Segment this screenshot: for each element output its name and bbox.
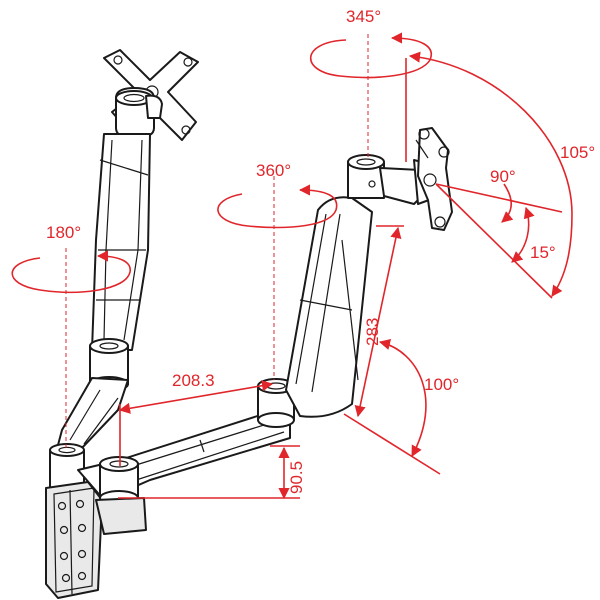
right-vesa-bracket bbox=[413, 127, 453, 231]
right-elbow-joint bbox=[257, 378, 295, 428]
dimension-208-3 bbox=[118, 380, 274, 466]
arm-angle-arc-100 bbox=[378, 339, 427, 457]
label-dimension-90-5: 90.5 bbox=[287, 461, 306, 494]
label-dimension-208-3: 208.3 bbox=[172, 371, 215, 390]
label-arm-angle-100: 100° bbox=[424, 375, 459, 394]
right-gas-spring-arm bbox=[285, 196, 373, 418]
label-dimension-283: 283 bbox=[363, 318, 382, 346]
label-tilt-90: 90° bbox=[490, 167, 516, 186]
tilt-arc-90 bbox=[501, 183, 514, 223]
rotation-180-indicator bbox=[11, 248, 131, 450]
label-rotation-345: 345° bbox=[346, 7, 381, 26]
arm-angle-100-indicator bbox=[343, 339, 441, 475]
label-tilt-15: 15° bbox=[530, 243, 556, 262]
rotation-345-indicator bbox=[310, 32, 433, 158]
left-vertical-arm bbox=[91, 133, 151, 351]
tilt-105-indicator bbox=[405, 51, 573, 297]
rotation-arrow-360 bbox=[217, 184, 338, 229]
dimension-283 bbox=[354, 225, 404, 418]
annotation-layer: 345° 360° 180° 105° 90° 15° 100° 208.3 2… bbox=[11, 7, 595, 500]
label-rotation-180: 180° bbox=[46, 223, 81, 242]
dimension-line-283 bbox=[354, 226, 402, 418]
base-clamp-plate bbox=[45, 481, 103, 599]
label-rotation-360: 360° bbox=[256, 161, 291, 180]
dimension-90-5 bbox=[118, 445, 300, 500]
monitor-arm-drawing bbox=[45, 49, 453, 599]
dimension-line-208-3 bbox=[118, 380, 274, 414]
rotation-arrow-345 bbox=[310, 32, 433, 79]
left-tilt-head bbox=[115, 87, 163, 139]
tilt-down-line bbox=[435, 183, 553, 299]
arm-angle-baseline bbox=[343, 413, 441, 475]
tilt-arc-105 bbox=[408, 51, 573, 297]
base-post bbox=[49, 443, 85, 491]
base-rotation-joint bbox=[95, 456, 147, 535]
label-tilt-105: 105° bbox=[560, 143, 595, 162]
tilt-90-15-indicator bbox=[435, 183, 563, 299]
rotation-arrow-180 bbox=[11, 250, 131, 294]
tilt-arc-15 bbox=[511, 206, 535, 263]
tilt-horizontal-line bbox=[435, 183, 563, 213]
rotation-360-indicator bbox=[217, 176, 338, 380]
